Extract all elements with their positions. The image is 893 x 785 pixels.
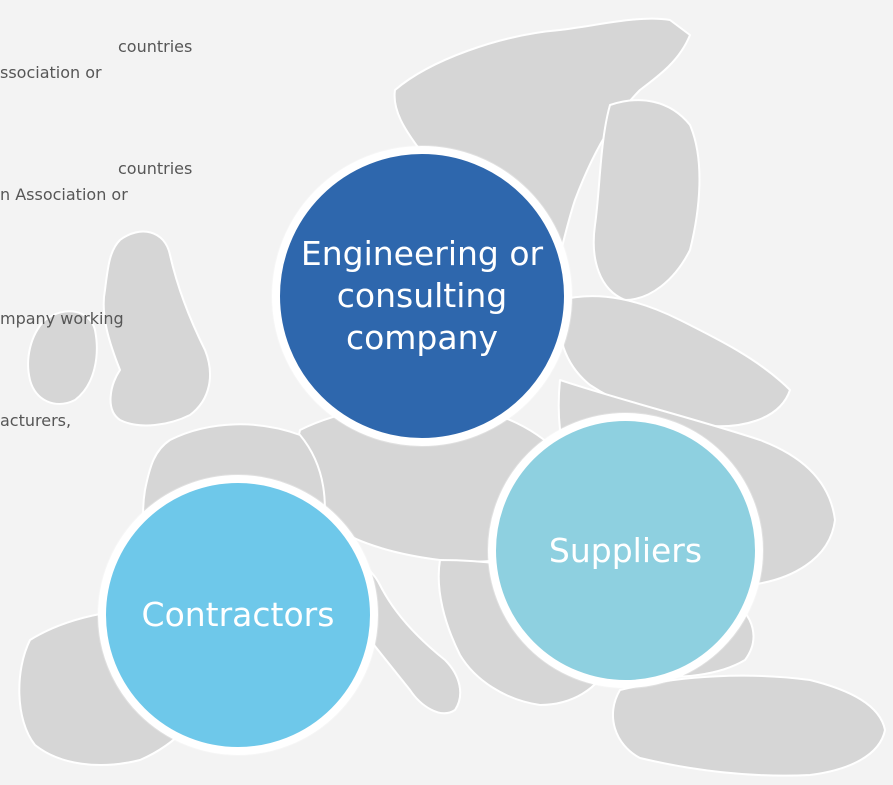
engineering-circle: Engineering or consulting company — [272, 146, 572, 446]
description-line: n Association or — [0, 185, 128, 204]
map-region-turkey — [611, 674, 886, 777]
suppliers-label: Suppliers — [548, 530, 703, 570]
contractors-circle: Contractors — [98, 475, 378, 755]
contractors-label: Contractors — [141, 595, 335, 634]
description-line: countries — [118, 159, 193, 178]
description-line: ssociation or — [0, 63, 102, 82]
description-line: acturers, — [0, 411, 72, 430]
map-region-baltics — [557, 295, 791, 428]
suppliers-circle: Suppliers — [488, 413, 763, 688]
map-region-great-britain — [102, 230, 211, 427]
description-line: mpany working — [0, 309, 124, 328]
map-region-finland — [592, 99, 701, 301]
engineering-label: Engineering or consulting company — [300, 234, 544, 357]
map-region-ireland — [27, 310, 98, 405]
description-line: countries — [118, 37, 193, 56]
